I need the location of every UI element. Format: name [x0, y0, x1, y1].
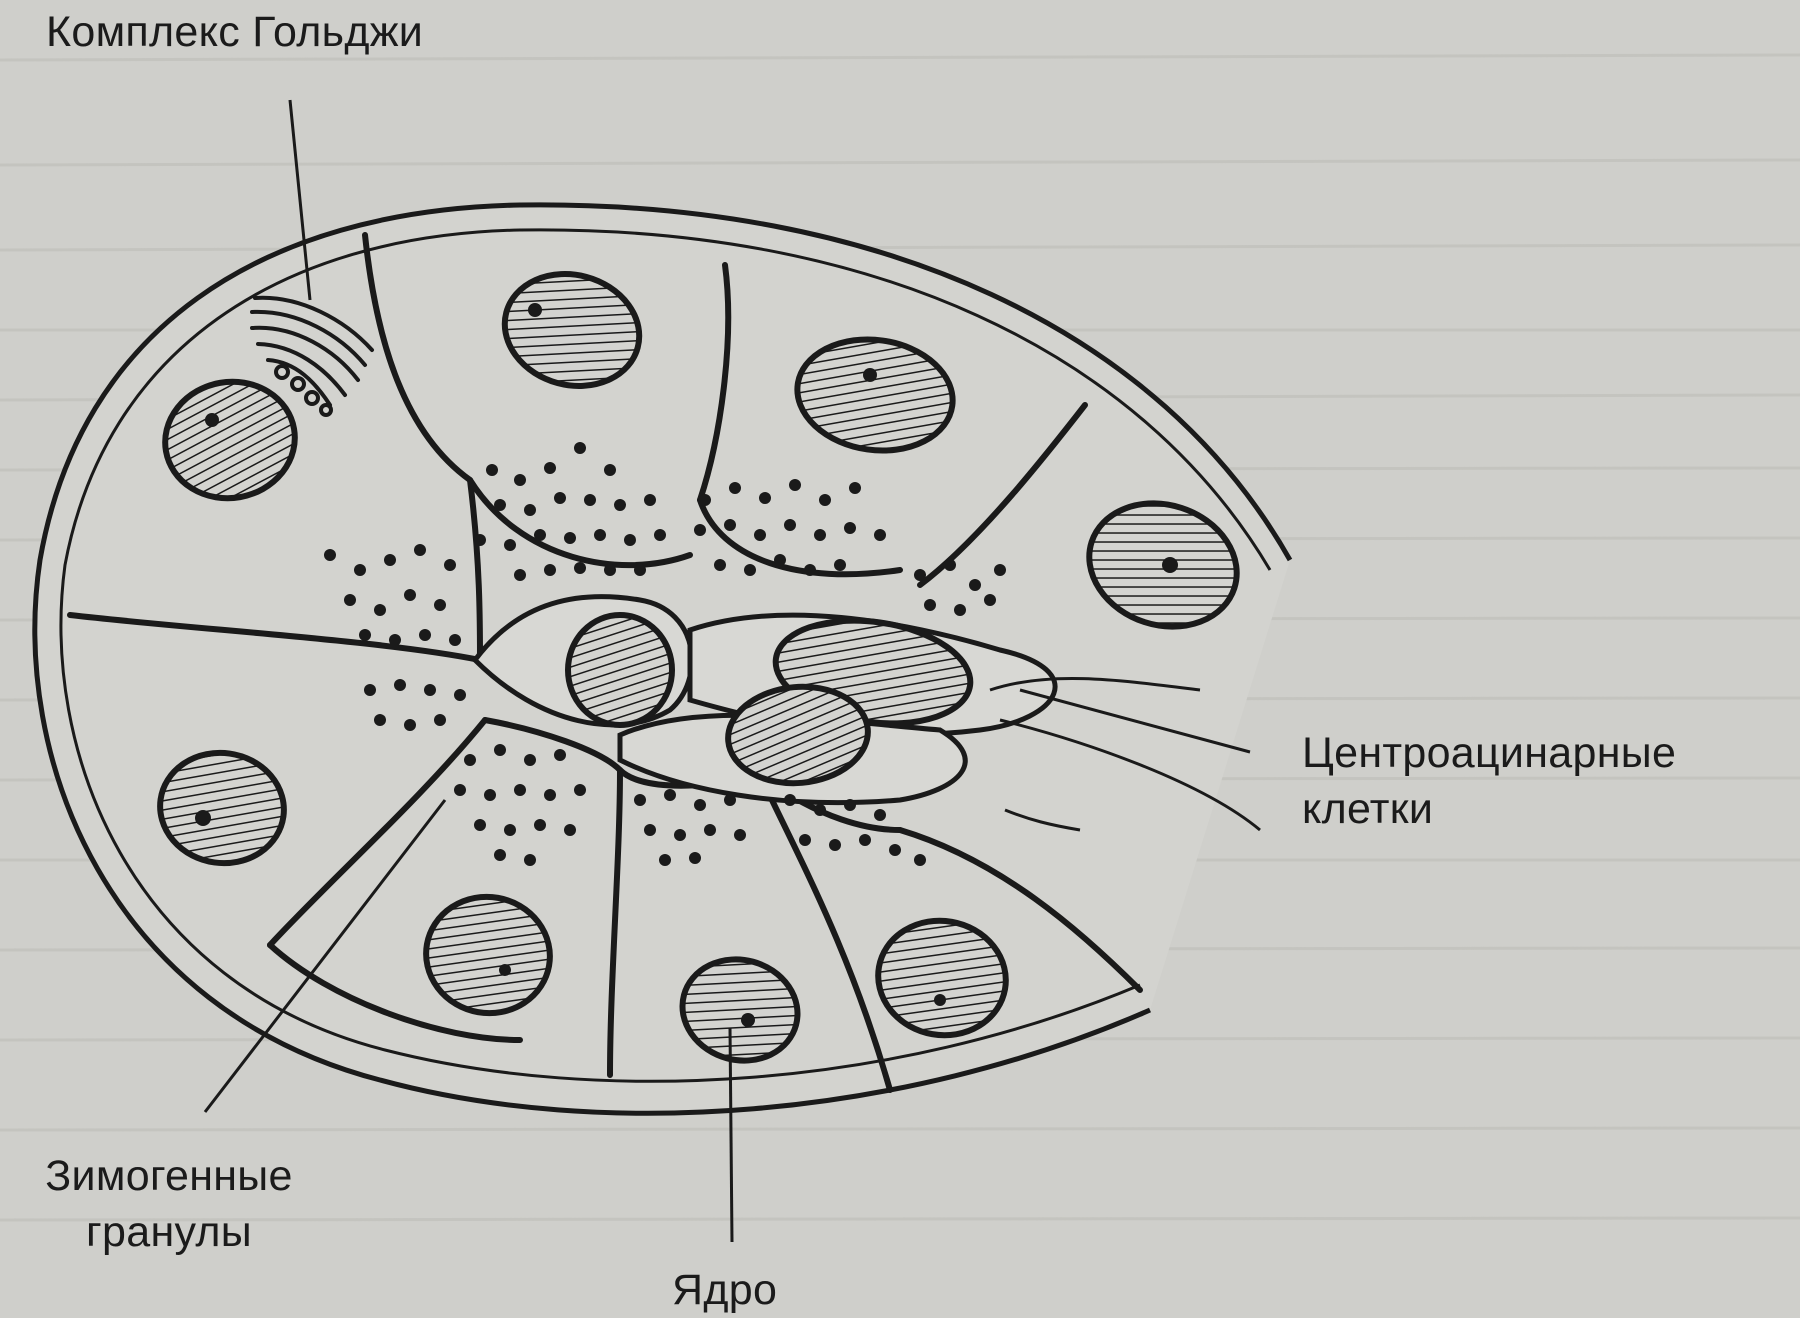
- golgi-label: Комплекс Гольджи: [46, 4, 423, 60]
- nucleus-label: Ядро: [672, 1262, 777, 1318]
- centroacinar-cells-label: Центроацинарные клетки: [1302, 725, 1676, 837]
- zymogen-granules-label: Зимогенные гранулы: [14, 1148, 324, 1260]
- nucleus-leader-line: [730, 1028, 732, 1242]
